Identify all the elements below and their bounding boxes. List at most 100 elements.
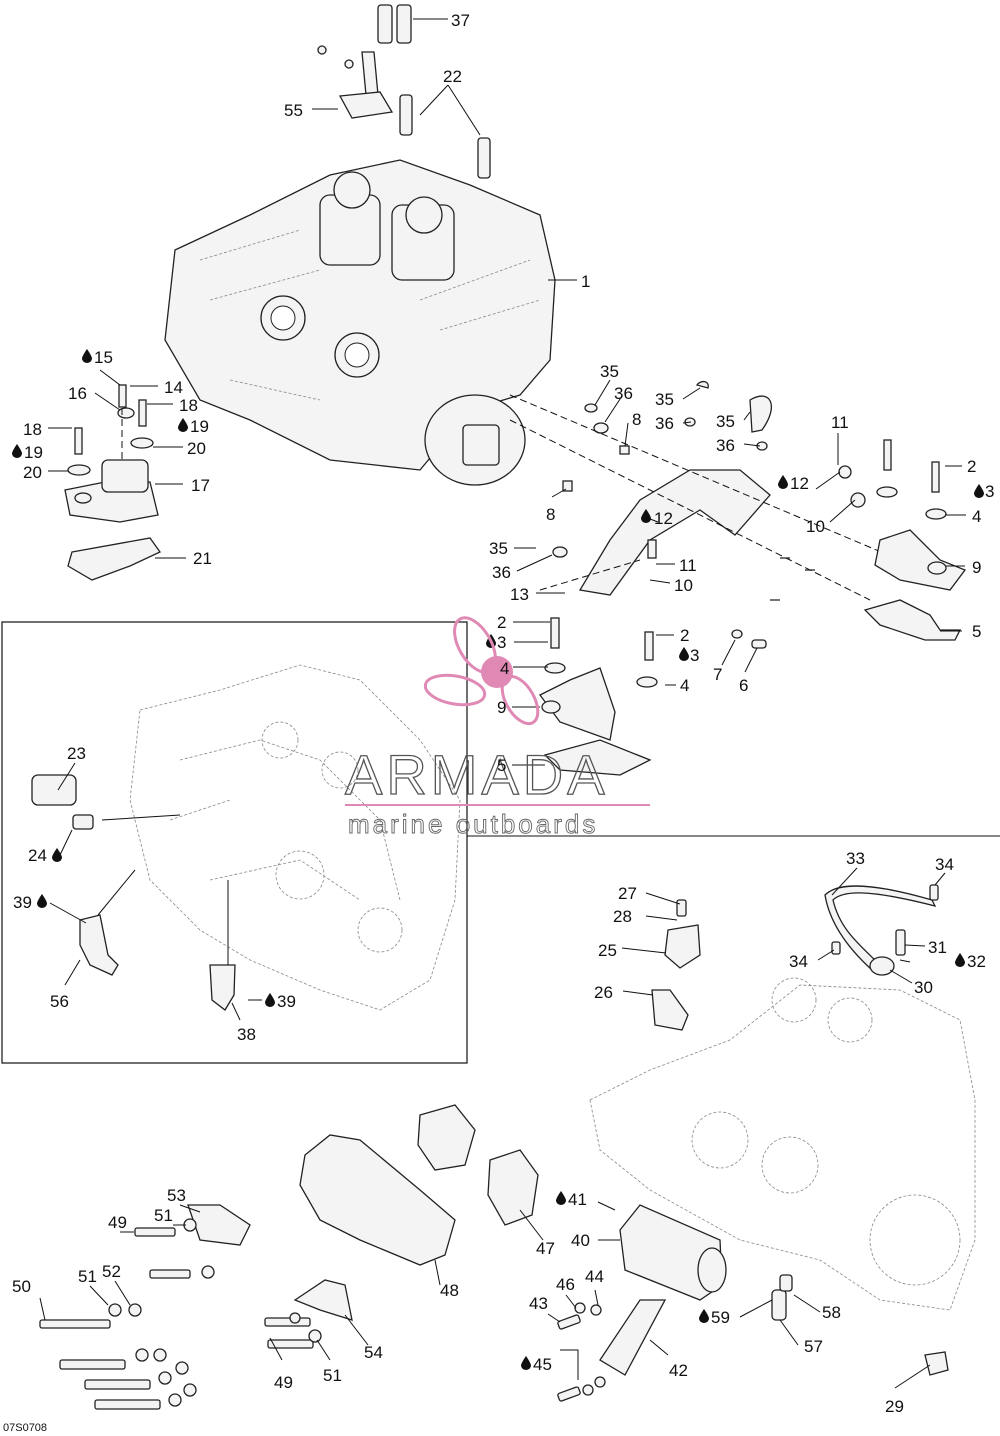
callout-8: 8 (546, 505, 555, 524)
left-mount (64, 384, 161, 581)
callout-50: 50 (12, 1277, 31, 1296)
callout-51: 51 (78, 1267, 97, 1286)
callout-29: 29 (885, 1397, 904, 1416)
ground-wire (824, 884, 939, 976)
callout-41: 41 (568, 1190, 587, 1209)
callout-40: 40 (571, 1231, 590, 1250)
callout-26: 26 (594, 983, 613, 1002)
drop-icon (974, 484, 984, 498)
callout-7: 7 (713, 665, 722, 684)
drop-icon (955, 953, 965, 967)
callout-35: 35 (716, 412, 735, 431)
callout-19: 19 (24, 443, 43, 462)
intake-parts (317, 4, 491, 179)
callout-15: 15 (94, 348, 113, 367)
callout-14: 14 (164, 378, 183, 397)
callout-55: 55 (284, 101, 303, 120)
callout-36: 36 (716, 436, 735, 455)
callout-47: 47 (536, 1239, 555, 1258)
callout-13: 13 (510, 585, 529, 604)
callout-3: 3 (497, 633, 506, 652)
callout-3: 3 (985, 482, 994, 501)
callout-11: 11 (679, 556, 697, 575)
right-mount (838, 439, 967, 641)
callout-11: 11 (831, 413, 849, 432)
callout-35: 35 (600, 362, 619, 381)
inset-frame (1, 621, 468, 1064)
callout-4: 4 (680, 676, 689, 695)
inset-engine (31, 664, 461, 1011)
center-mount (539, 557, 815, 776)
callout-54: 54 (364, 1343, 383, 1362)
callout-23: 23 (67, 744, 86, 763)
callout-36: 36 (614, 384, 633, 403)
callout-labels: 37 22 55 1 15 14 16 18 19 18 19 20 20 17… (12, 11, 994, 1416)
callout-57: 57 (804, 1337, 823, 1356)
callout-38: 38 (237, 1025, 256, 1044)
callout-45: 45 (533, 1355, 552, 1374)
sensor-group (651, 899, 701, 1031)
drop-icon (178, 418, 188, 432)
callout-37: 37 (451, 11, 470, 30)
callout-46: 46 (556, 1275, 575, 1294)
callout-19: 19 (190, 417, 209, 436)
callout-5: 5 (497, 756, 506, 775)
callout-36: 36 (492, 563, 511, 582)
callout-31: 31 (928, 938, 947, 957)
starter-group (557, 1204, 949, 1402)
callout-28: 28 (613, 907, 632, 926)
drop-icon (37, 894, 47, 908)
callout-49: 49 (108, 1213, 127, 1232)
callout-12: 12 (654, 509, 673, 528)
drop-icon (265, 993, 275, 1007)
callout-27: 27 (618, 884, 637, 903)
callout-35: 35 (489, 539, 508, 558)
callout-12: 12 (790, 474, 809, 493)
callout-39: 39 (277, 992, 296, 1011)
callout-34: 34 (789, 952, 808, 971)
callout-17: 17 (191, 476, 210, 495)
drop-icon (521, 1356, 531, 1370)
drop-icon (778, 475, 788, 489)
watermark-title: ARMADA (345, 743, 609, 806)
callout-20: 20 (23, 463, 42, 482)
drop-icon (699, 1309, 709, 1323)
callout-18: 18 (23, 420, 42, 439)
callout-25: 25 (598, 941, 617, 960)
callout-58: 58 (822, 1303, 841, 1322)
watermark: ARMADA marine outboards (344, 616, 650, 839)
drop-icon (52, 848, 62, 862)
callout-4: 4 (972, 507, 981, 526)
callout-9: 9 (972, 558, 981, 577)
callout-49: 49 (274, 1373, 293, 1392)
drop-icon (556, 1191, 566, 1205)
watermark-propeller-icon (423, 616, 540, 726)
callout-16: 16 (68, 384, 87, 403)
callout-51: 51 (323, 1366, 342, 1385)
callout-33: 33 (846, 849, 865, 868)
callout-35: 35 (655, 390, 674, 409)
callout-3: 3 (690, 646, 699, 665)
diagram-code: 07S0708 (3, 1422, 47, 1434)
callout-5: 5 (972, 622, 981, 641)
callout-32: 32 (967, 952, 986, 971)
callout-24: 24 (28, 846, 47, 865)
callout-2: 2 (967, 457, 976, 476)
callout-21: 21 (193, 549, 212, 568)
callout-22: 22 (443, 67, 462, 86)
callout-53: 53 (167, 1186, 186, 1205)
callout-56: 56 (50, 992, 69, 1011)
callout-59: 59 (711, 1308, 730, 1327)
callout-52: 52 (102, 1262, 121, 1281)
callout-1: 1 (581, 272, 590, 291)
callout-39: 39 (13, 893, 32, 912)
engine-ghost-lower (589, 977, 976, 1311)
callout-20: 20 (187, 439, 206, 458)
callout-8: 8 (632, 410, 641, 429)
callout-2: 2 (680, 626, 689, 645)
callout-51: 51 (154, 1206, 173, 1225)
callout-48: 48 (440, 1281, 459, 1300)
bolt-group (39, 1218, 322, 1410)
watermark-subtitle: marine outboards (348, 809, 598, 839)
